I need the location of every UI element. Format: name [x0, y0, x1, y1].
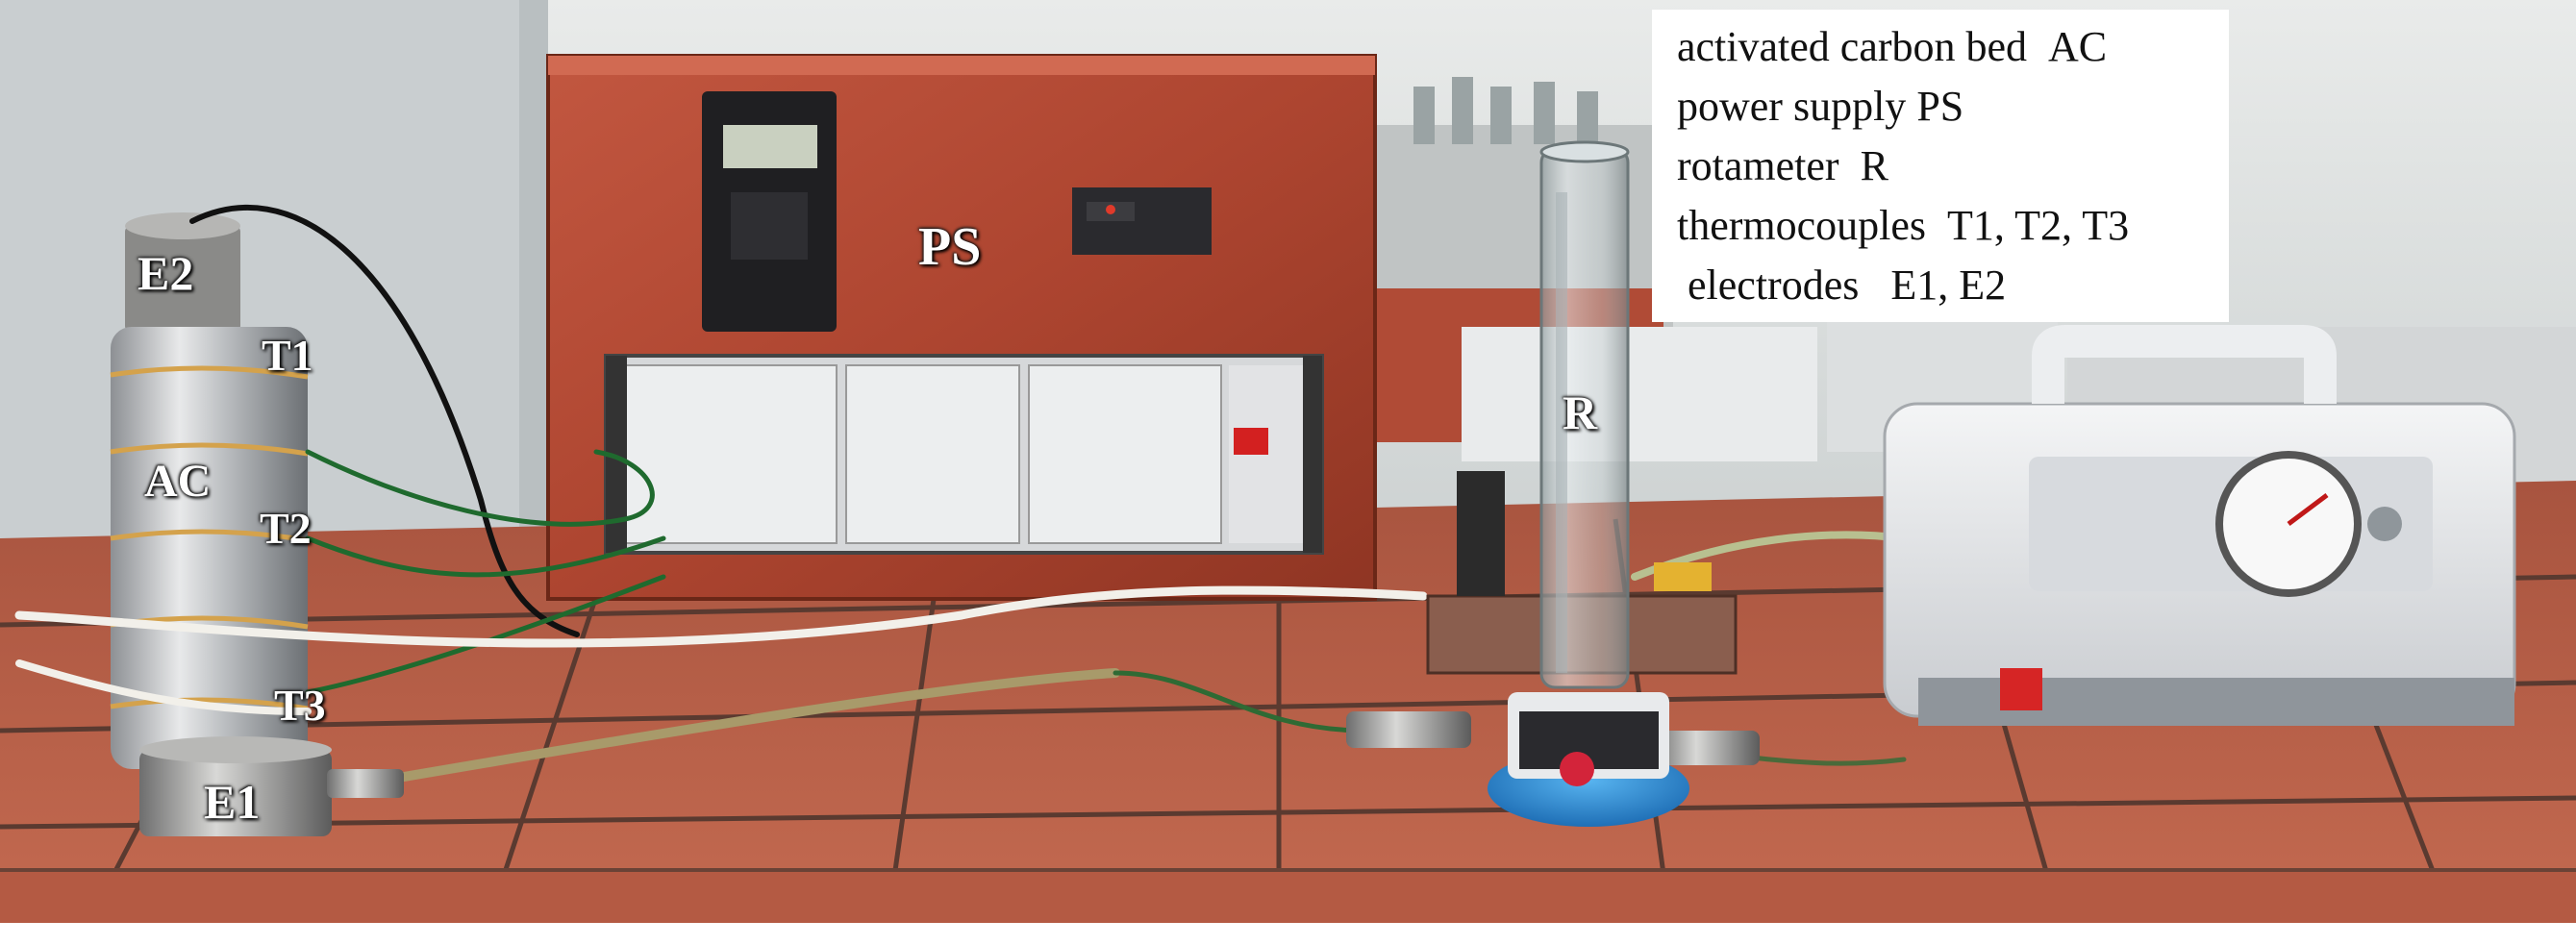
- legend-box: activated carbon bed AC power supply PS …: [1652, 10, 2229, 322]
- label-carbon-bed: AC: [144, 456, 212, 507]
- legend-text: electrodes: [1688, 261, 1860, 309]
- label-electrode-e2: E2: [138, 246, 194, 300]
- legend-item-ps: power supply PS: [1677, 77, 2229, 137]
- legend-text: activated carbon bed: [1677, 23, 2028, 70]
- label-electrode-e1: E1: [204, 775, 261, 829]
- legend-item-e: electrodes E1, E2: [1677, 256, 2229, 315]
- label-thermocouple-t3: T3: [274, 681, 326, 730]
- legend-code: R: [1860, 142, 1888, 189]
- legend-code: PS: [1916, 83, 1964, 130]
- label-power-supply: PS: [918, 217, 982, 277]
- legend-item-ac: activated carbon bed AC: [1677, 17, 2229, 77]
- legend-code: T1, T2, T3: [1947, 202, 2130, 249]
- legend-text: rotameter: [1677, 142, 1839, 189]
- legend-item-t: thermocouples T1, T2, T3: [1677, 196, 2229, 256]
- label-rotameter: R: [1563, 385, 1598, 439]
- legend-item-r: rotameter R: [1677, 137, 2229, 196]
- legend-code: E1, E2: [1890, 261, 2007, 309]
- label-thermocouple-t1: T1: [262, 331, 313, 380]
- legend-text: power supply: [1677, 83, 1907, 130]
- label-thermocouple-t2: T2: [260, 504, 312, 553]
- legend-text: thermocouples: [1677, 202, 1927, 249]
- legend-code: AC: [2048, 23, 2108, 70]
